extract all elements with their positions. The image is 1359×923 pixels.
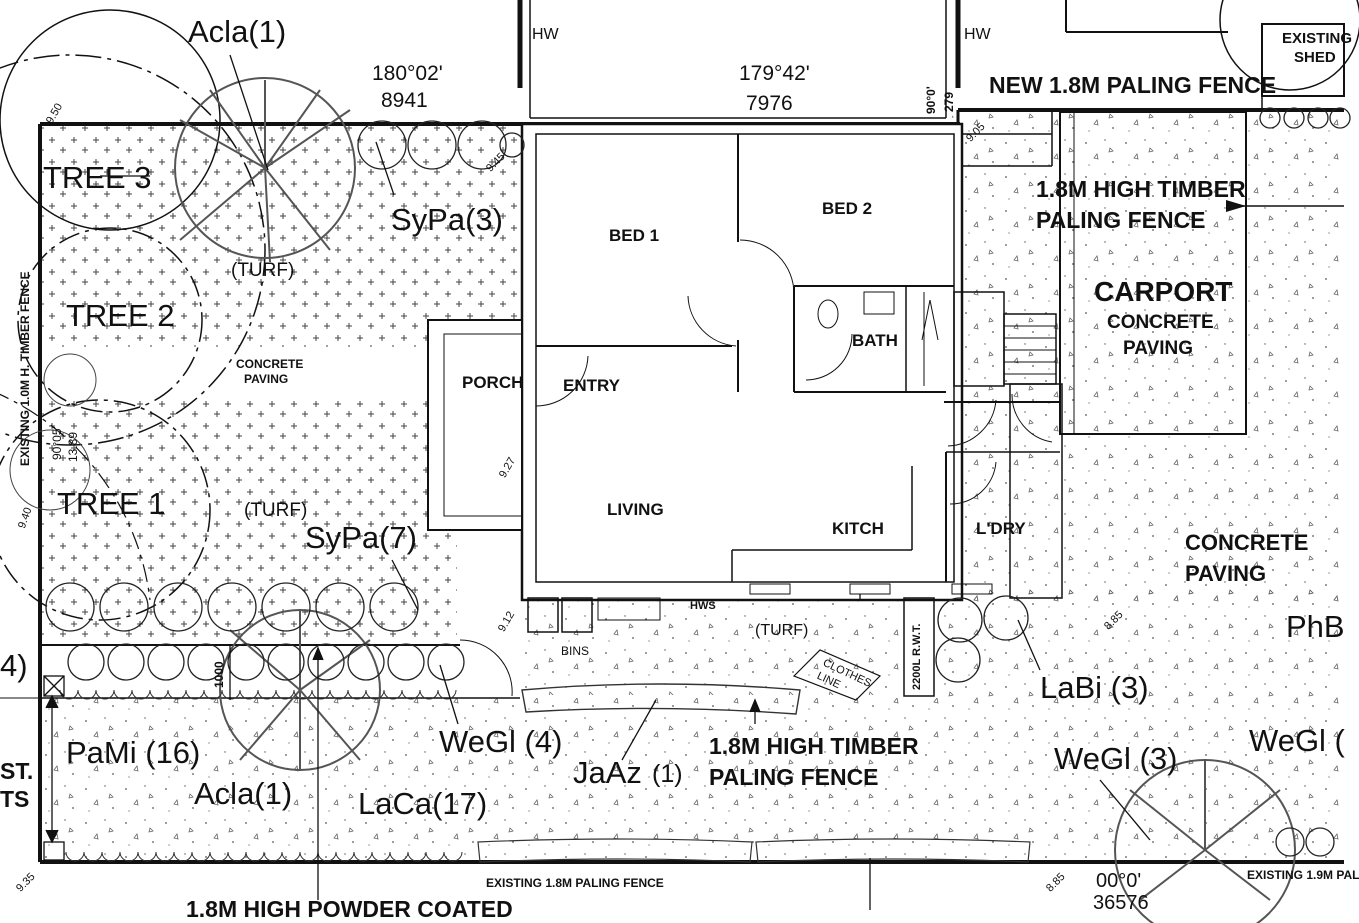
bearing-top-left: 180°02' bbox=[372, 62, 443, 85]
existing-shed-2: SHED bbox=[1294, 49, 1336, 66]
bearing-right-vertical: 90°0' bbox=[924, 86, 938, 114]
shrubs bbox=[45, 107, 1351, 857]
turf-label-south: (TURF) bbox=[244, 500, 308, 521]
plant-label-sypa7: SyPa(7) bbox=[305, 520, 417, 555]
room-label-bed2: BED 2 bbox=[822, 199, 873, 218]
turf-label-side: (TURF) bbox=[755, 622, 809, 639]
plant-label-jaaz: JaAz bbox=[573, 755, 642, 790]
small-paving-1: CONCRETE bbox=[236, 357, 304, 371]
bins-label: BINS bbox=[561, 644, 590, 658]
small-shrub-rows bbox=[59, 683, 1031, 863]
fence-label-existing-se: EXISTING 1.9M PAL bbox=[1247, 868, 1359, 882]
plant-label-pami: PaMi (16) bbox=[66, 735, 201, 770]
hw-label-left: HW bbox=[532, 26, 559, 43]
plant-label-jaaz-count: (1) bbox=[652, 760, 683, 788]
fence-label-existing-west: EXISTING 1.0M H. TIMBER FENCE bbox=[18, 271, 32, 466]
tree-label-1: TREE 1 bbox=[57, 486, 166, 521]
small-paving-2: PAVING bbox=[244, 372, 289, 386]
bearing-top-mid: 179°42' bbox=[739, 62, 810, 85]
dimension-1000: 1000 bbox=[212, 661, 226, 688]
plant-label-sypa3: SyPa(3) bbox=[391, 202, 503, 237]
tree-canopies bbox=[0, 0, 1359, 621]
plant-label-acla-top: Acla(1) bbox=[188, 14, 287, 49]
carport-paving-2: PAVING bbox=[1123, 338, 1194, 359]
room-label-porch: PORCH bbox=[462, 373, 524, 392]
plant-label-laca: LaCa(17) bbox=[358, 786, 488, 821]
fence-label-timber-south-2: PALING FENCE bbox=[709, 764, 879, 790]
tree-label-3: TREE 3 bbox=[43, 160, 152, 195]
distance-right-vertical: 279 bbox=[942, 91, 956, 112]
room-label-kitch: KITCH bbox=[832, 519, 884, 538]
carport-label: CARPORT bbox=[1094, 276, 1233, 307]
tree-symbols bbox=[9, 77, 1296, 923]
turf-label-north: (TURF) bbox=[231, 260, 295, 281]
room-label-living: LIVING bbox=[607, 500, 664, 519]
room-label-ldry: L'DRY bbox=[976, 519, 1026, 538]
turf-areas bbox=[42, 125, 522, 643]
fence-label-timber-south-1: 1.8M HIGH TIMBER bbox=[709, 733, 919, 759]
room-label-bed1: BED 1 bbox=[609, 226, 660, 245]
distance-bottom: 36576 bbox=[1093, 892, 1149, 914]
fence-label-powder-coated: 1.8M HIGH POWDER COATED bbox=[186, 896, 513, 922]
fence-label-left-cut-1: ST. bbox=[0, 758, 34, 784]
tree-label-2: TREE 2 bbox=[66, 298, 175, 333]
carport-paving-1: CONCRETE bbox=[1107, 312, 1214, 333]
plant-label-wegl3: WeGl (3) bbox=[1054, 741, 1178, 776]
plant-label-left-cut: 4) bbox=[0, 648, 28, 683]
bearing-west: 90°05' bbox=[50, 426, 64, 460]
carport bbox=[962, 111, 1344, 435]
plant-label-phb: PhB bbox=[1286, 609, 1345, 644]
concrete-paving-2: PAVING bbox=[1185, 561, 1267, 586]
house-walls bbox=[427, 122, 1063, 701]
room-label-entry: ENTRY bbox=[563, 376, 620, 395]
tank-label: 2200L R.W.T. bbox=[911, 623, 923, 690]
leader-lines bbox=[43, 54, 1151, 910]
concrete-areas bbox=[42, 112, 1344, 860]
distance-top-mid: 7976 bbox=[746, 92, 793, 115]
concrete-paving-1: CONCRETE bbox=[1185, 530, 1309, 555]
bearing-bottom: 00°0' bbox=[1096, 870, 1142, 892]
plant-label-labi: LaBi (3) bbox=[1040, 670, 1149, 705]
hws-label: HWS bbox=[690, 600, 716, 612]
plant-label-wegl-right: WeGl ( bbox=[1249, 723, 1345, 758]
distance-west: 13.89 bbox=[66, 431, 80, 462]
room-label-bath: BATH bbox=[852, 331, 898, 350]
plant-label-acla-bottom: Acla(1) bbox=[194, 776, 293, 811]
distance-top-left: 8941 bbox=[381, 89, 428, 112]
existing-shed-1: EXISTING bbox=[1282, 30, 1353, 47]
plant-label-wegl4: WeGl (4) bbox=[439, 724, 563, 759]
fence-label-left-cut-2: TS bbox=[0, 786, 30, 812]
fence-label-timber-right-1: 1.8M HIGH TIMBER bbox=[1036, 176, 1246, 202]
fence-label-timber-right-2: PALING FENCE bbox=[1036, 207, 1206, 233]
fence-label-new-paling: NEW 1.8M PALING FENCE bbox=[989, 72, 1277, 98]
fence-label-existing-south: EXISTING 1.8M PALING FENCE bbox=[486, 876, 664, 890]
hw-label-right: HW bbox=[964, 26, 991, 43]
